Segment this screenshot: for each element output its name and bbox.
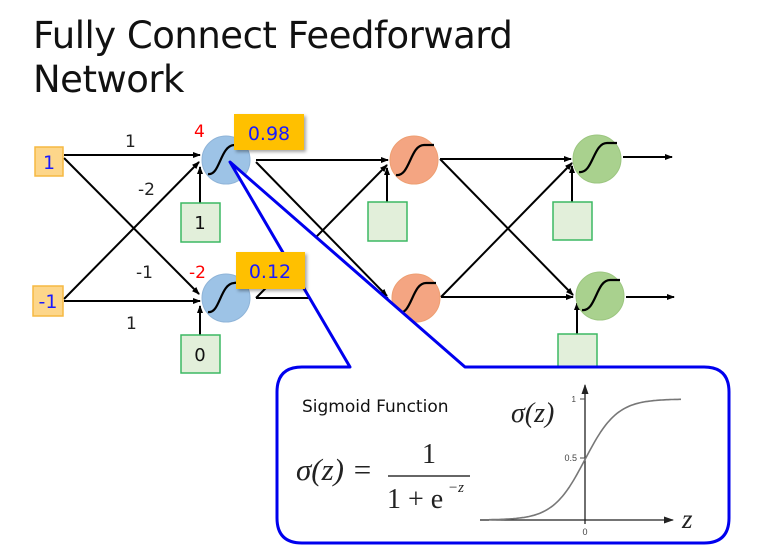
sigmoid-glyph-icon	[581, 278, 620, 312]
input-x1: 1	[34, 146, 64, 177]
z-values: 4 -2	[189, 122, 206, 283]
slide-title: Fully Connect Feedforward Network	[33, 14, 513, 102]
z-h2: -2	[189, 263, 206, 283]
sigmoid-glyph-icon	[207, 280, 243, 314]
edge-o2-g1	[440, 162, 573, 298]
bias-o1	[367, 201, 408, 242]
chart-ylabel: σ(z)	[511, 398, 554, 429]
input-x2: -1	[32, 285, 64, 317]
bias-g1	[552, 201, 593, 241]
input-x2-value: -1	[39, 291, 58, 313]
edge-h1-o2	[255, 161, 388, 297]
callout-heading: Sigmoid Function	[302, 397, 449, 417]
edge-x1-h2	[63, 157, 200, 295]
output-h1-value: 0.98	[248, 123, 290, 145]
title-line-1: Fully Connect Feedforward	[33, 14, 513, 57]
output-label-h2: 0.12	[236, 252, 305, 289]
bias-boxes: 1 0	[180, 201, 598, 375]
edges-input-layer1	[63, 152, 203, 335]
edge-o1-g2	[439, 158, 574, 296]
sigmoid-glyph-icon	[207, 142, 243, 176]
tick-label-y-1: 1	[572, 395, 577, 404]
weight-x1-h2: -1	[136, 263, 153, 283]
sigmoid-chart: 1 0.5 0 σ(z) z	[480, 384, 693, 537]
sigmoid-callout-bubble	[228, 160, 731, 545]
sigmoid-formula: σ(z) = 1 1 + e −z	[296, 439, 470, 515]
weight-labels: 1 -2 -1 1	[125, 132, 155, 334]
sigmoid-glyph-icon	[578, 141, 617, 174]
neuron-g1	[572, 134, 622, 184]
formula-den-exp: −z	[448, 480, 464, 496]
weight-x1-h1: 1	[125, 132, 136, 152]
title-line-2: Network	[33, 58, 185, 101]
bias-h1: 1	[180, 202, 221, 243]
neuron-g2	[575, 271, 625, 321]
bias-h2: 0	[180, 334, 221, 374]
formula-numerator: 1	[422, 439, 436, 470]
formula-den-base: 1 + e	[387, 484, 443, 515]
chart-xlabel: z	[681, 504, 693, 534]
neuron-o1	[389, 135, 439, 185]
sigmoid-curve	[489, 398, 681, 521]
output-label-h1: 0.98	[234, 114, 304, 150]
bias-h2-value: 0	[194, 345, 205, 366]
formula-lhs: σ(z) =	[296, 452, 373, 487]
output-h2-value: 0.12	[249, 261, 291, 283]
bias-h1-value: 1	[194, 213, 205, 234]
tick-label-y-0.5: 0.5	[564, 453, 577, 463]
edges-layer2-layer3	[439, 154, 675, 334]
edge-x2-h1	[63, 161, 200, 300]
tick-label-x-0: 0	[582, 527, 587, 537]
sigmoid-glyph-icon	[395, 143, 434, 177]
z-h1: 4	[194, 122, 205, 142]
input-x1-value: 1	[43, 152, 55, 174]
weight-x2-h1: -2	[138, 180, 155, 200]
weight-x2-h2: 1	[126, 314, 137, 334]
